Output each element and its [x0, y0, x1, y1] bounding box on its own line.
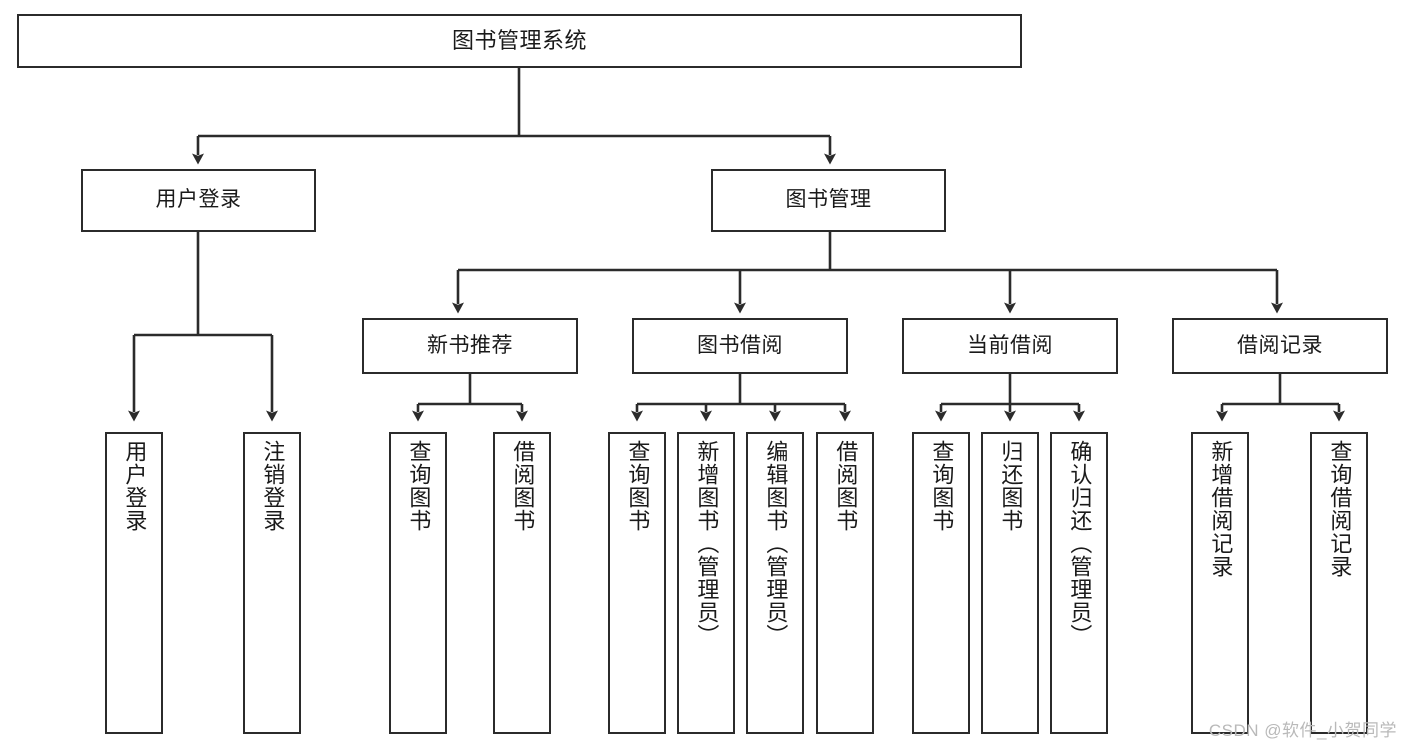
csdn-watermark: CSDN @软件_小贺同学	[1208, 721, 1397, 740]
node-leaf-borrow-book-2[interactable]: 借阅图书	[816, 432, 874, 734]
node-new-book-recommend[interactable]: 新书推荐	[362, 318, 578, 374]
node-leaf-query-book-3[interactable]: 查询图书	[912, 432, 970, 734]
node-root-book-management-system[interactable]: 图书管理系统	[17, 14, 1022, 68]
node-leaf-query-book-1[interactable]: 查询图书	[389, 432, 447, 734]
node-leaf-return-book[interactable]: 归还图书	[981, 432, 1039, 734]
node-label: 借阅记录	[1237, 333, 1323, 357]
node-leaf-borrow-book-1[interactable]: 借阅图书	[493, 432, 551, 734]
node-user-login[interactable]: 用户登录	[81, 169, 316, 232]
node-label: 图书管理	[785, 188, 872, 212]
node-label: 用户登录	[155, 188, 242, 212]
node-label: 查询借阅记录	[1327, 440, 1353, 578]
node-borrow-record[interactable]: 借阅记录	[1172, 318, 1388, 374]
node-label: 图书借阅	[697, 333, 783, 357]
node-label: 查询图书	[929, 440, 955, 532]
node-leaf-edit-book[interactable]: 编辑图书（管理员）	[746, 432, 804, 734]
node-label: 借阅图书	[510, 440, 536, 532]
node-label: 确认归还（管理员）	[1067, 440, 1093, 647]
node-label: 注销登录	[260, 440, 286, 532]
node-label: 编辑图书（管理员）	[763, 440, 789, 647]
node-leaf-user-login[interactable]: 用户登录	[105, 432, 163, 734]
node-label: 用户登录	[122, 440, 148, 532]
node-leaf-add-record[interactable]: 新增借阅记录	[1191, 432, 1249, 734]
node-label: 借阅图书	[833, 440, 859, 532]
node-current-borrow[interactable]: 当前借阅	[902, 318, 1118, 374]
node-label: 查询图书	[406, 440, 432, 532]
node-label: 查询图书	[625, 440, 651, 532]
node-label: 当前借阅	[967, 333, 1053, 357]
node-label: 归还图书	[998, 440, 1024, 532]
node-book-borrow[interactable]: 图书借阅	[632, 318, 848, 374]
node-leaf-query-record[interactable]: 查询借阅记录	[1310, 432, 1368, 734]
node-book-manage[interactable]: 图书管理	[711, 169, 946, 232]
node-leaf-query-book-2[interactable]: 查询图书	[608, 432, 666, 734]
node-leaf-confirm-return[interactable]: 确认归还（管理员）	[1050, 432, 1108, 734]
node-label: 新书推荐	[427, 333, 513, 357]
node-leaf-logout[interactable]: 注销登录	[243, 432, 301, 734]
node-label: 图书管理系统	[451, 28, 587, 54]
node-leaf-add-book[interactable]: 新增图书（管理员）	[677, 432, 735, 734]
node-label: 新增借阅记录	[1208, 440, 1234, 578]
node-label: 新增图书（管理员）	[694, 440, 720, 647]
